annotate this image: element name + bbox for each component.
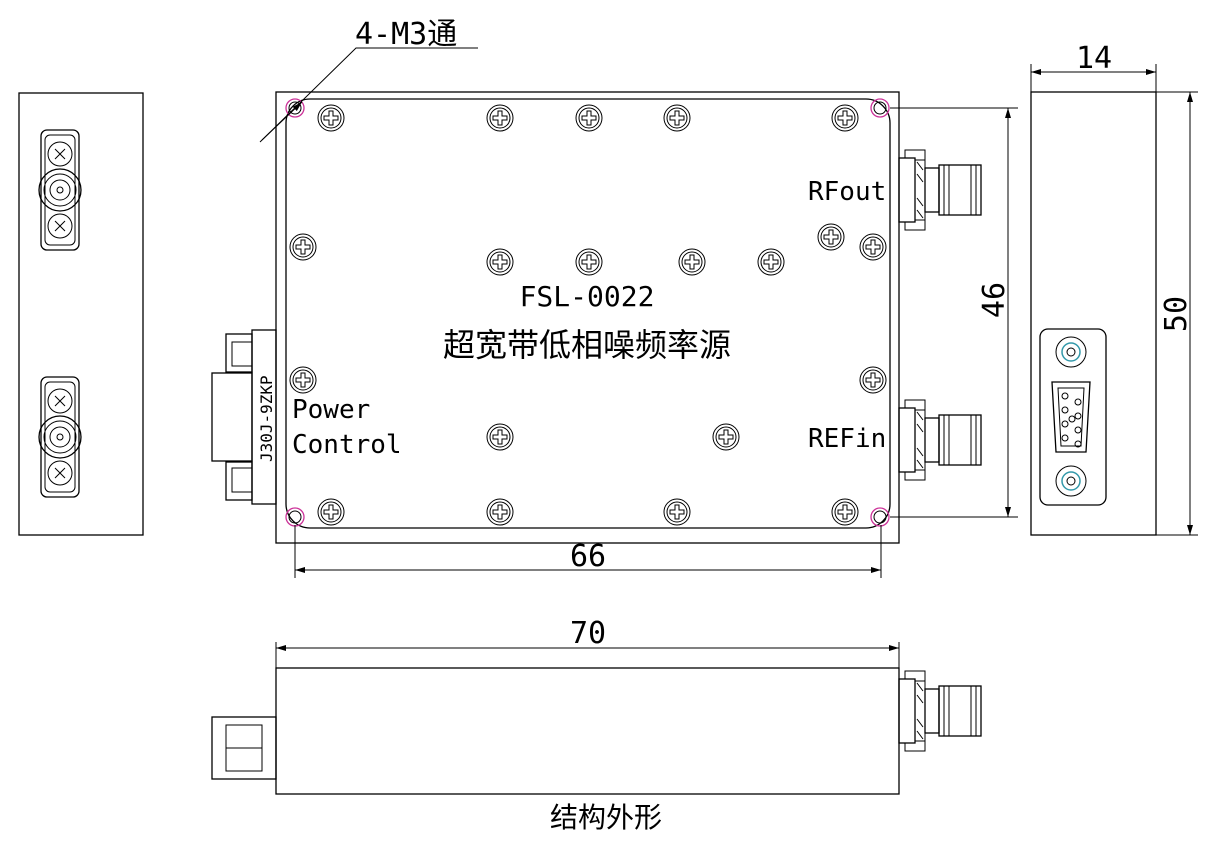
dim-overall-length: 70 <box>275 616 900 668</box>
end-view <box>1030 91 1157 536</box>
top-view <box>211 91 982 544</box>
rf-out-label: RFout <box>808 177 886 207</box>
power-connector <box>211 329 277 505</box>
dim-hole-width: 66 <box>294 525 882 578</box>
dim-70-text: 70 <box>570 616 606 651</box>
refin-connector <box>898 399 982 481</box>
power-label: Power <box>292 395 370 425</box>
control-label: Control <box>292 430 402 460</box>
hole-callout: 4-M3通 <box>259 17 478 143</box>
product-name-label: 超宽带低相噪频率源 <box>443 326 731 364</box>
ref-in-label: REFin <box>808 424 886 454</box>
model-label: FSL-0022 <box>520 280 655 313</box>
dim-14-text: 14 <box>1076 41 1112 76</box>
dim-66-text: 66 <box>570 539 606 574</box>
hole-callout-text: 4-M3通 <box>355 17 457 52</box>
connector-part-label: J30J-9ZKP <box>257 375 276 462</box>
rfout-connector <box>898 149 982 231</box>
dim-50-text: 50 <box>1159 296 1194 332</box>
left-side-view <box>18 92 144 536</box>
dim-thickness: 14 <box>1030 41 1157 92</box>
drawing-caption: 结构外形 <box>550 801 662 834</box>
dim-overall-height: 50 <box>1156 91 1198 536</box>
bottom-side-view <box>211 667 982 795</box>
cover-screws <box>289 104 887 526</box>
dim-hole-height: 46 <box>890 107 1018 518</box>
dim-46-text: 46 <box>977 282 1012 318</box>
